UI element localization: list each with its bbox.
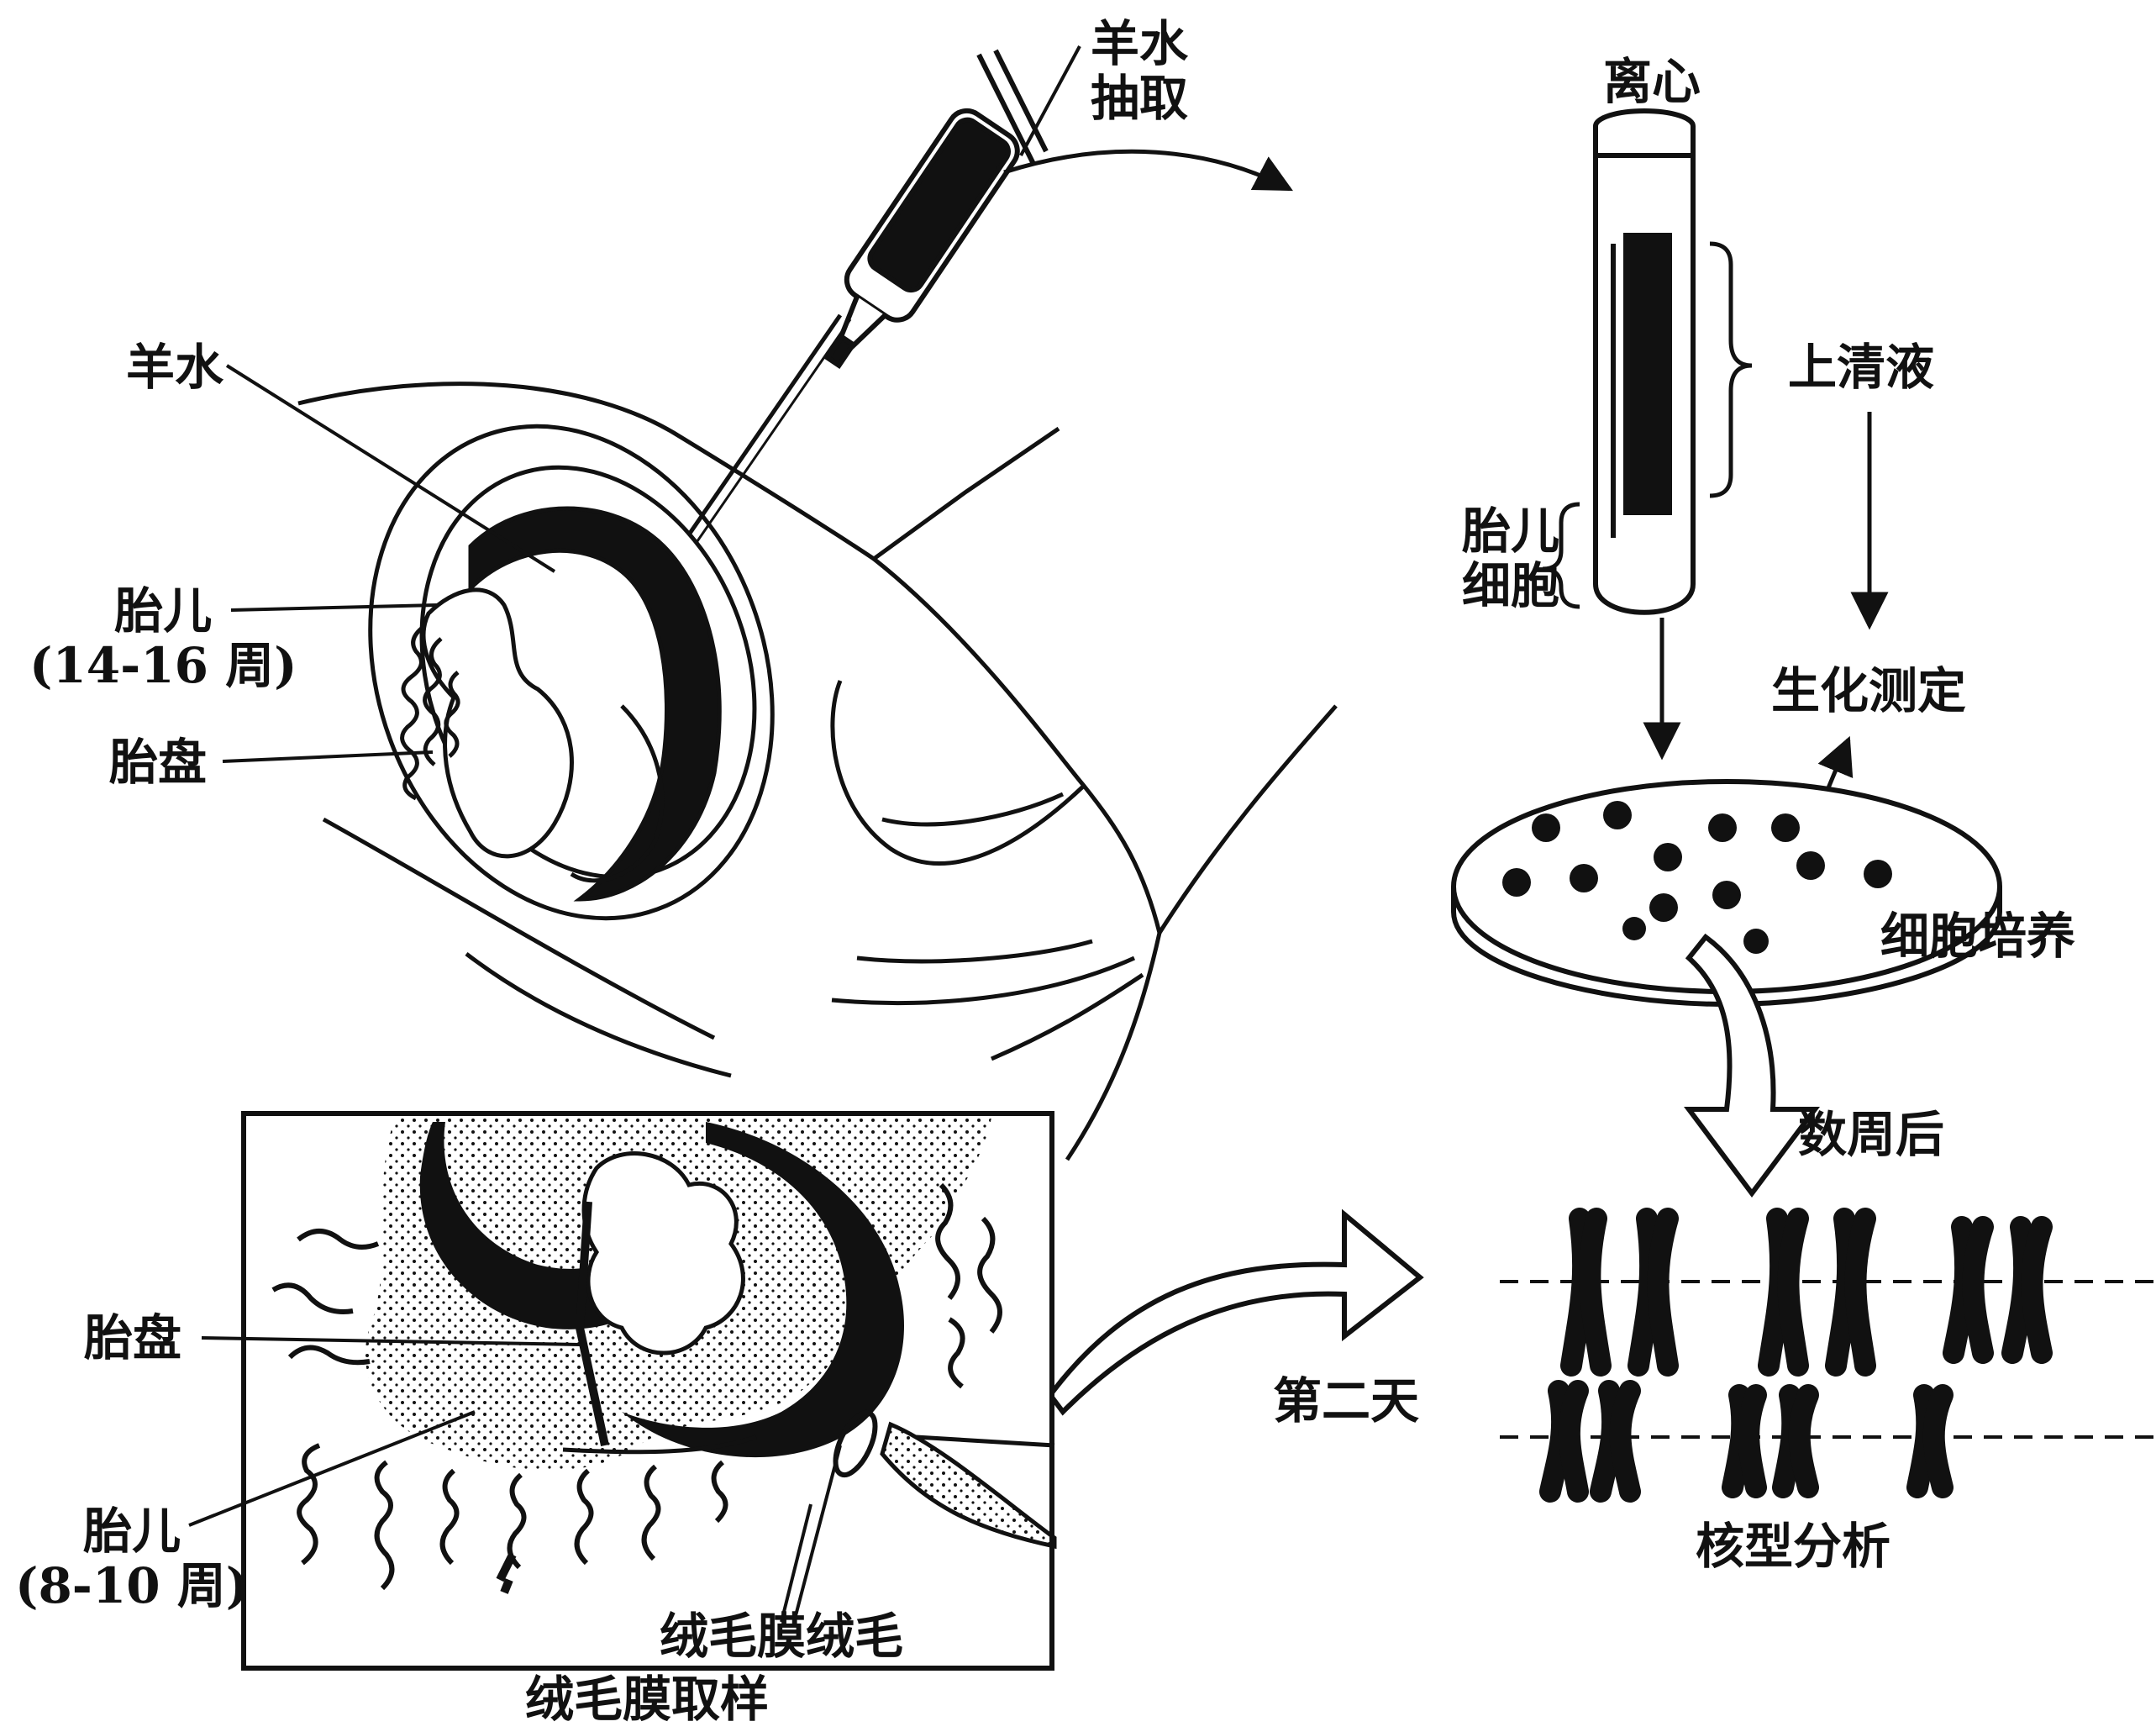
label-fetal-cells: 胎儿 细胞 bbox=[1462, 504, 1559, 613]
chromosome-pair-3 bbox=[1954, 1227, 2042, 1353]
chromosome-pair-2 bbox=[1769, 1219, 1865, 1366]
label-placenta-bottom: 胎盘 bbox=[84, 1311, 181, 1366]
label-centrifuge: 离心 bbox=[1603, 55, 1701, 109]
chromosome-single bbox=[1917, 1395, 1943, 1487]
label-amnio-extraction-line2: 抽取 bbox=[1091, 71, 1188, 126]
arrow-syringe-to-tube bbox=[1004, 151, 1290, 189]
uterus-late bbox=[303, 369, 839, 975]
centrifuge-tube bbox=[1596, 111, 1693, 613]
chromosome-pair-1 bbox=[1571, 1219, 1668, 1366]
supernatant-brace bbox=[1710, 244, 1752, 496]
chromosome-pair-5 bbox=[1733, 1395, 1808, 1487]
label-fetus-early-line2: (8-10 周) bbox=[15, 1559, 249, 1614]
label-amnio-extraction: 羊水 抽取 bbox=[1091, 17, 1188, 126]
label-supernatant: 上清液 bbox=[1788, 340, 1934, 395]
syringe bbox=[672, 50, 1046, 563]
label-placenta-top: 胎盘 bbox=[109, 735, 207, 790]
label-karyotype: 核型分析 bbox=[1696, 1519, 1890, 1574]
label-next-day: 第二天 bbox=[1273, 1374, 1419, 1429]
label-fetus-late-line2: (14-16 周) bbox=[29, 639, 297, 693]
label-fetal-cells-line2: 细胞 bbox=[1462, 559, 1559, 613]
label-fetus-early: 胎儿 (8-10 周) bbox=[15, 1504, 249, 1614]
label-fetal-cells-line1: 胎儿 bbox=[1462, 504, 1559, 559]
label-fetus-late-line1: 胎儿 bbox=[29, 584, 297, 639]
cvs-inset bbox=[244, 1113, 1054, 1668]
label-cell-culture: 细胞培养 bbox=[1880, 909, 2075, 964]
chromosome-pair-4 bbox=[1550, 1391, 1630, 1492]
label-amnio-extraction-line1: 羊水 bbox=[1091, 17, 1188, 71]
label-fetus-late: 胎儿 (14-16 周) bbox=[29, 584, 297, 693]
label-cvs-caption: 绒毛膜取样 bbox=[525, 1672, 769, 1727]
label-chorionic-villi: 绒毛膜绒毛 bbox=[660, 1609, 903, 1664]
label-biochemical-assay: 生化测定 bbox=[1771, 664, 1966, 719]
karyotype bbox=[1500, 1219, 2156, 1492]
label-fetus-early-line1: 胎儿 bbox=[15, 1504, 249, 1559]
label-weeks-later: 数周后 bbox=[1798, 1108, 1944, 1162]
label-amniotic-fluid: 羊水 bbox=[126, 340, 223, 395]
